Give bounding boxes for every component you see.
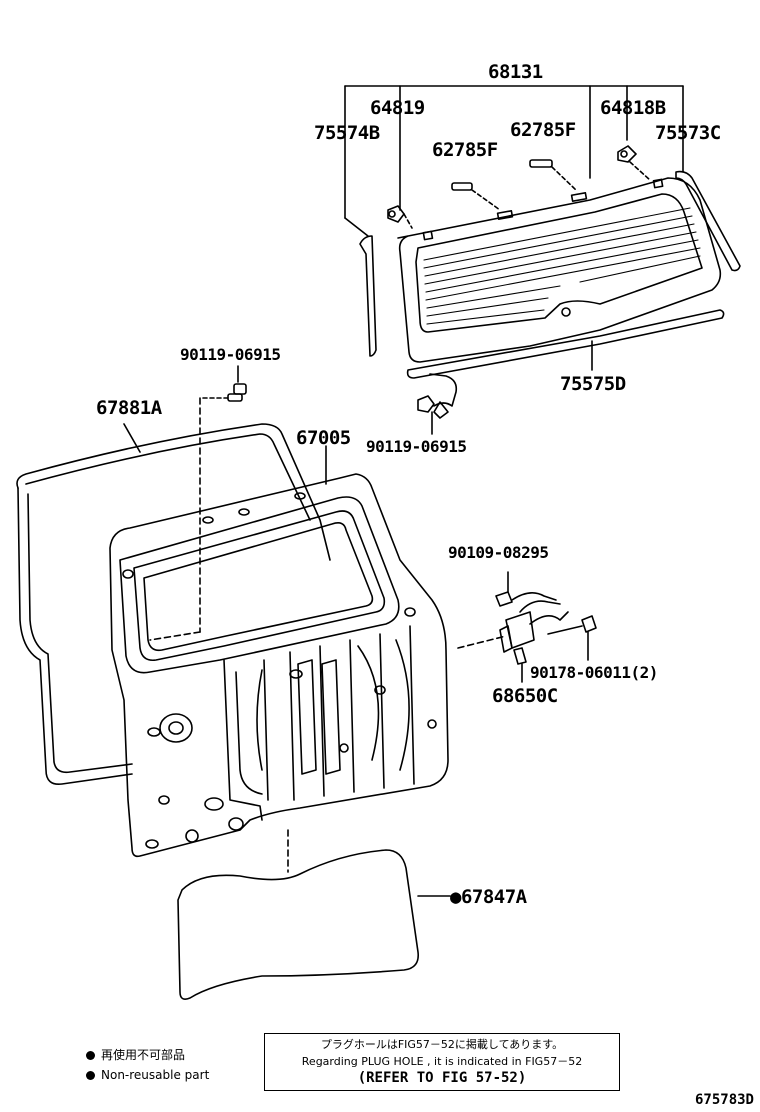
molding-75573C	[675, 170, 741, 272]
label-67847A: ●67847A	[450, 886, 528, 908]
bullet-icon	[86, 1070, 95, 1080]
legend-jp: 再使用不可部品	[101, 1048, 186, 1062]
label-62785F-right: 62785F	[510, 119, 576, 141]
part-labels: 68131 64819 64818B 75574B 62785F 75573C …	[96, 61, 721, 908]
bolt-90119-top	[149, 365, 247, 641]
note-line-jp: プラグホールはFIG57－52に掲載してあります。	[320, 1038, 564, 1051]
label-64818B: 64818B	[600, 97, 666, 119]
label-67881A: 67881A	[96, 397, 163, 419]
service-hole-cover-67847A	[177, 849, 451, 1000]
note-line-en: Regarding PLUG HOLE , it is indicated in…	[301, 1055, 583, 1068]
label-68131: 68131	[488, 61, 543, 83]
note-refer: (REFER TO FIG 57-52)	[357, 1070, 527, 1086]
screw-90109	[495, 571, 557, 607]
clip-64818B	[617, 145, 651, 181]
label-75573C: 75573C	[655, 122, 721, 144]
stopper-62785F-left	[451, 182, 501, 211]
legend-en: Non-reusable part	[101, 1068, 210, 1082]
stopper-62785F-right	[529, 159, 577, 191]
label-90109: 90109-08295	[448, 543, 548, 562]
figure-code: 675783D	[694, 1092, 754, 1108]
label-68650C: 68650C	[492, 685, 558, 707]
label-75574B: 75574B	[314, 122, 380, 144]
label-90119-bottom: 90119-06915	[366, 437, 466, 456]
clip-64819	[387, 205, 413, 229]
weatherstrip-67881A	[16, 423, 331, 786]
lock-assembly-68650C	[499, 600, 569, 683]
label-64819: 64819	[370, 97, 425, 119]
label-90119-top: 90119-06915	[180, 345, 280, 364]
label-75575D: 75575D	[560, 373, 626, 395]
legend: 再使用不可部品 Non-reusable part	[86, 1045, 209, 1085]
bolt-90119-bottom	[417, 373, 458, 435]
back-window-glass	[397, 177, 722, 363]
molding-75574B	[359, 235, 377, 357]
bullet-icon	[86, 1050, 95, 1060]
bracket-68131	[344, 85, 684, 237]
label-62785F-left: 62785F	[432, 139, 498, 161]
back-door-panel-67005	[109, 445, 449, 858]
molding-75575D	[406, 309, 725, 379]
reference-note: プラグホールはFIG57－52に掲載してあります。 Regarding PLUG…	[264, 1033, 620, 1091]
label-67005: 67005	[296, 427, 351, 449]
bolt-90178	[547, 615, 597, 661]
label-90178: 90178-06011(2)	[530, 663, 658, 682]
